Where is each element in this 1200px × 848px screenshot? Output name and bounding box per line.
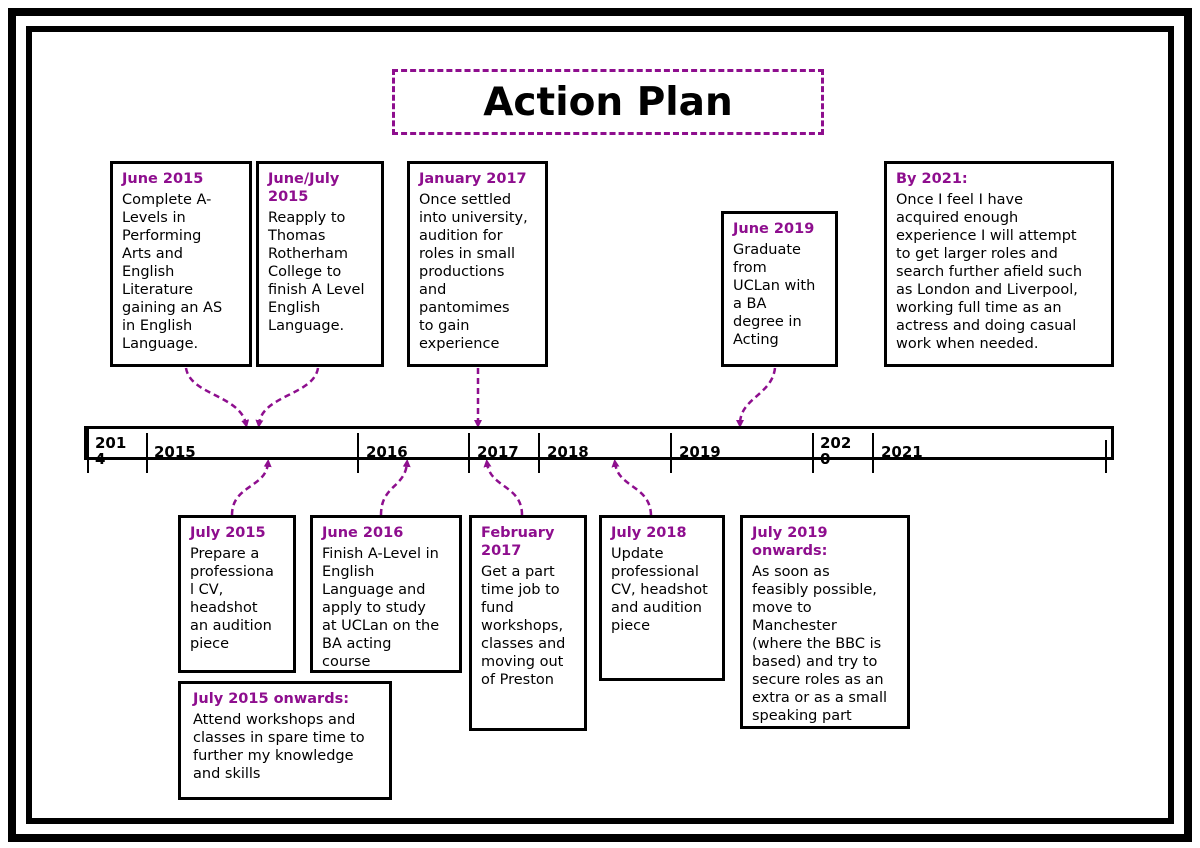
- milestone-january-2017: January 2017 Once settled into universit…: [407, 161, 548, 367]
- milestone-july-2015-onwards: July 2015 onwards: Attend workshops and …: [178, 681, 392, 800]
- milestone-heading: June/July 2015: [268, 171, 340, 205]
- inner-border: [26, 26, 1174, 824]
- milestone-body: Update professional CV, headshot and aud…: [611, 546, 708, 634]
- year-label-2018: 2018: [547, 443, 589, 461]
- milestone-heading: January 2017: [419, 171, 527, 187]
- milestone-body: Reapply to Thomas Rotherham College to f…: [268, 210, 365, 334]
- year-label-2020: 202 0: [820, 434, 852, 468]
- milestone-heading: February 2017: [481, 525, 555, 559]
- milestone-heading: By 2021:: [896, 171, 968, 187]
- milestone-july-2018: July 2018 Update professional CV, headsh…: [599, 515, 725, 681]
- timeline-tick: [87, 429, 89, 473]
- milestone-body: As soon as feasibly possible, move to Ma…: [752, 564, 887, 724]
- title-box: Action Plan: [392, 69, 824, 135]
- milestone-july-2015: July 2015 Prepare a professiona l CV, he…: [178, 515, 296, 673]
- milestone-heading: June 2019: [733, 221, 815, 237]
- timeline-bar: [84, 426, 1114, 460]
- milestone-heading: July 2018: [611, 525, 687, 541]
- milestone-february-2017: February 2017 Get a part time job to fun…: [469, 515, 587, 731]
- milestone-heading: July 2015: [190, 525, 266, 541]
- milestone-june-2019: June 2019 Graduate from UCLan with a BA …: [721, 211, 838, 367]
- milestone-june-2015: June 2015 Complete A- Levels in Performi…: [110, 161, 252, 367]
- milestone-heading: June 2016: [322, 525, 404, 541]
- timeline-tick: [357, 433, 359, 473]
- year-label-2017: 2017: [477, 443, 519, 461]
- timeline-tick: [872, 433, 874, 473]
- outer-border: [8, 8, 1192, 842]
- year-label-2014: 201 4: [95, 434, 127, 468]
- milestone-body: Finish A-Level in English Language and a…: [322, 546, 440, 670]
- timeline-tick: [468, 433, 470, 473]
- milestone-july-2019-onwards: July 2019 onwards: As soon as feasibly p…: [740, 515, 910, 729]
- milestone-body: Attend workshops and classes in spare ti…: [193, 712, 365, 782]
- milestone-body: Prepare a professiona l CV, headshot an …: [190, 546, 274, 652]
- year-label-2019: 2019: [679, 443, 721, 461]
- milestone-body: Get a part time job to fund workshops, c…: [481, 564, 566, 688]
- milestone-heading: June 2015: [122, 171, 204, 187]
- timeline-tick: [1105, 440, 1107, 473]
- milestone-body: Once I feel I have acquired enough exper…: [896, 192, 1083, 352]
- milestone-june-july-2015: June/July 2015 Reapply to Thomas Rotherh…: [256, 161, 384, 367]
- milestone-heading: July 2019 onwards:: [752, 525, 828, 559]
- year-label-2015: 2015: [154, 443, 196, 461]
- milestone-by-2021: By 2021: Once I feel I have acquired eno…: [884, 161, 1114, 367]
- milestone-june-2016: June 2016 Finish A-Level in English Lang…: [310, 515, 462, 673]
- milestone-heading: July 2015 onwards:: [193, 691, 350, 707]
- year-label-2016: 2016: [366, 443, 408, 461]
- year-label-2021: 2021: [881, 443, 923, 461]
- milestone-body: Complete A- Levels in Performing Arts an…: [122, 192, 223, 352]
- page-title: Action Plan: [483, 79, 733, 125]
- timeline-tick: [670, 433, 672, 473]
- timeline-tick: [146, 433, 148, 473]
- milestone-body: Once settled into university, audition f…: [419, 192, 528, 352]
- timeline-tick: [538, 433, 540, 473]
- timeline-tick: [812, 433, 814, 473]
- milestone-body: Graduate from UCLan with a BA degree in …: [733, 242, 816, 348]
